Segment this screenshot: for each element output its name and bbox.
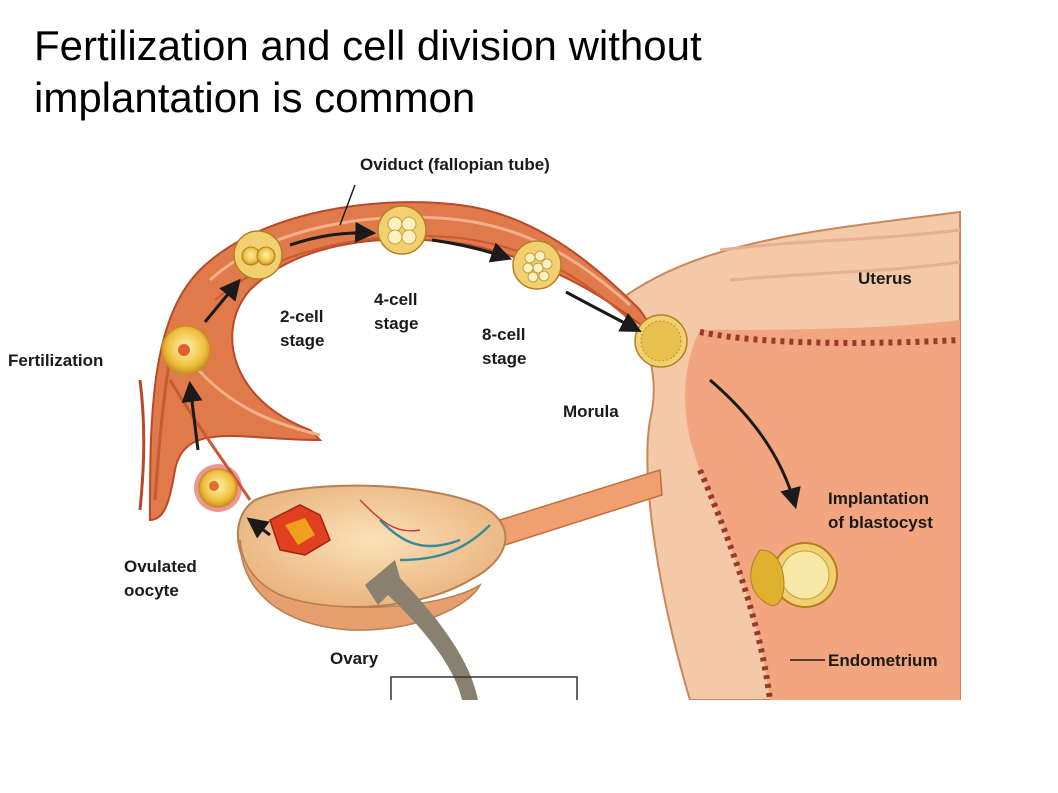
ovulated-oocyte-cell: [194, 464, 242, 512]
title-line-1: Fertilization and cell division without: [34, 22, 702, 69]
uterus: [618, 210, 961, 700]
label-fertilization: Fertilization: [8, 351, 103, 370]
pointer-arrow: [365, 560, 478, 700]
label-box: [390, 676, 578, 700]
fertilized-egg-cell: [161, 325, 211, 375]
label-uterus: Uterus: [858, 269, 912, 288]
label-endometrium: Endometrium: [828, 651, 938, 670]
label-ovulated: Ovulated: [124, 557, 197, 576]
four-cell-embryo: [377, 205, 427, 255]
label-8-cell: 8-cell: [482, 325, 525, 344]
label-4-cell: 4-cell: [374, 290, 417, 309]
label-ovary: Ovary: [330, 649, 379, 668]
morula-cell: [634, 314, 688, 368]
eight-cell-embryo: [512, 240, 562, 290]
reproductive-tract-diagram: Oviduct (fallopian tube) Fertilization 2…: [8, 155, 961, 700]
ovarian-ligament: [499, 469, 663, 546]
label-oocyte: oocyte: [124, 581, 179, 600]
sequence-arrows: [181, 184, 825, 661]
label-2-cell-stage: stage: [280, 331, 324, 350]
blastocyst-cell: [750, 542, 838, 608]
title-line-2: implantation is common: [34, 74, 476, 121]
label-oviduct: Oviduct (fallopian tube): [360, 155, 550, 174]
ovary: [236, 484, 507, 631]
label-8-cell-stage: stage: [482, 349, 526, 368]
label-morula: Morula: [563, 402, 619, 421]
two-cell-embryo: [233, 230, 283, 280]
label-implantation: Implantation: [828, 489, 929, 508]
label-2-cell: 2-cell: [280, 307, 323, 326]
label-4-cell-stage: stage: [374, 314, 418, 333]
label-of-blastocyst: of blastocyst: [828, 513, 933, 532]
slide-title: Fertilization and cell division without …: [34, 20, 994, 124]
